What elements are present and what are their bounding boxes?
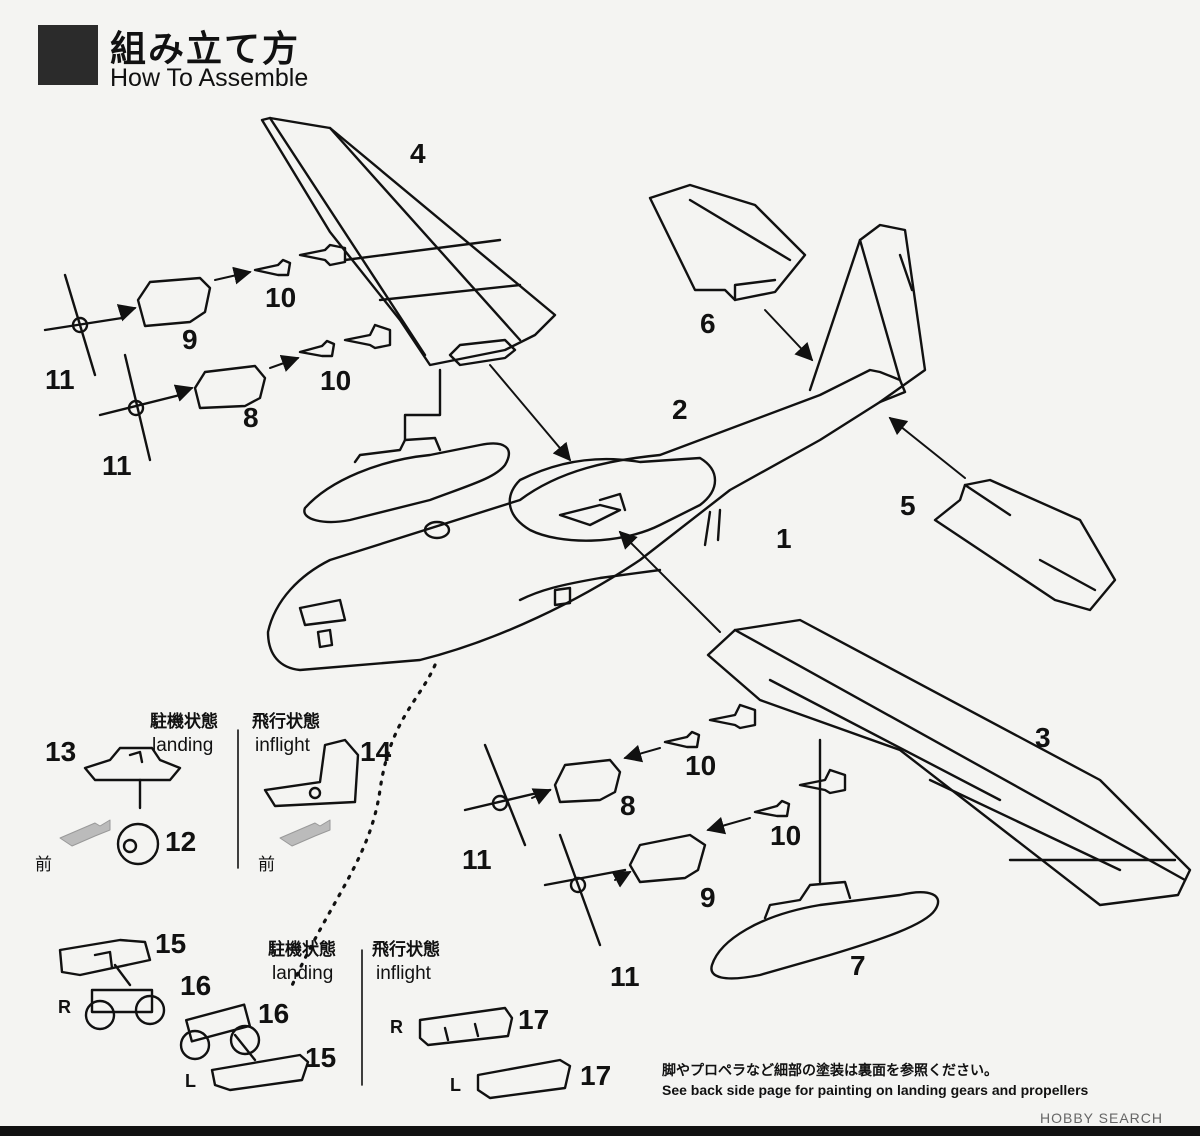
part-label-11: 11 <box>462 844 492 875</box>
inflight-label-jp: 飛行状態 <box>372 940 440 960</box>
part-label-11: 11 <box>610 961 640 992</box>
part-label-9: 9 <box>182 324 198 355</box>
left-wing-part <box>260 116 557 367</box>
bolt-part-10 <box>253 258 292 277</box>
part-label-8: 8 <box>243 402 259 433</box>
bolt-part-10 <box>298 339 336 358</box>
part-label-8: 8 <box>620 790 636 821</box>
landing-label-jp: 駐機状態 <box>268 940 336 960</box>
part-label-17: 17 <box>580 1060 612 1091</box>
propeller-part-11 <box>43 273 124 377</box>
engine-part-9-right <box>628 833 707 884</box>
part-label-11: 11 <box>102 450 132 481</box>
inflight-label-jp: 飛行状態 <box>252 712 320 732</box>
right-side-marker: R <box>390 1017 403 1037</box>
engine-part-8-left <box>193 364 267 410</box>
forward-label: 前 <box>35 855 52 875</box>
part-label-9: 9 <box>700 882 716 913</box>
engine-part-9-left <box>136 276 212 328</box>
part-label-11: 11 <box>45 364 75 395</box>
left-side-marker: L <box>185 1071 196 1091</box>
part-label-10: 10 <box>770 820 802 851</box>
inflight-label-en: inflight <box>376 963 431 984</box>
part-label-15: 15 <box>155 928 187 959</box>
engine-part-8-right <box>553 758 622 804</box>
main-gear-doors-inflight <box>418 1006 572 1100</box>
left-side-marker: L <box>450 1075 461 1095</box>
page-title: 組み立て方 <box>110 29 301 70</box>
part-label-7: 7 <box>850 950 866 981</box>
landing-label-en: landing <box>152 735 214 756</box>
part-label-15: 15 <box>305 1042 337 1073</box>
main-gear-left <box>179 1003 310 1092</box>
bolt-part-10 <box>753 799 791 818</box>
inflight-label-en: inflight <box>255 735 310 756</box>
propeller-part-11 <box>98 353 182 462</box>
right-wing-part <box>706 618 1192 907</box>
part-label-6: 6 <box>700 308 716 339</box>
vertical-tail <box>808 223 927 404</box>
wing-center-part <box>508 456 717 542</box>
part-label-4: 4 <box>410 138 426 169</box>
next-section-edge <box>0 1126 1200 1136</box>
part-label-16: 16 <box>180 970 212 1001</box>
part-label-3: 3 <box>1035 722 1051 753</box>
part-label-14: 14 <box>360 736 392 767</box>
part-label-2: 2 <box>672 394 688 425</box>
part-label-13: 13 <box>45 736 77 767</box>
landing-label-en: landing <box>272 963 334 984</box>
nose-gear-inflight <box>263 738 360 808</box>
part-label-10: 10 <box>320 365 352 396</box>
watermark: HOBBY SEARCH <box>1040 1110 1163 1126</box>
nose-gear-landing <box>83 746 182 866</box>
part-label-12: 12 <box>165 826 197 857</box>
landing-label-jp: 駐機状態 <box>150 712 218 732</box>
right-stabilizer-part <box>933 478 1117 612</box>
part-label-10: 10 <box>265 282 297 313</box>
bolt-part-10 <box>663 730 701 749</box>
painting-note-en: See back side page for painting on landi… <box>662 1082 1089 1098</box>
right-fuel-tank-part <box>710 738 940 980</box>
left-fuel-tank <box>303 368 511 524</box>
right-side-marker: R <box>58 997 71 1017</box>
part-label-5: 5 <box>900 490 916 521</box>
part-label-17: 17 <box>518 1004 550 1035</box>
part-label-10: 10 <box>685 750 717 781</box>
main-gear-right <box>58 938 166 1031</box>
left-stabilizer-part <box>648 183 807 302</box>
propeller-part-11 <box>543 833 627 947</box>
part-label-16: 16 <box>258 998 290 1029</box>
part-label-1: 1 <box>776 523 792 554</box>
forward-label: 前 <box>258 855 275 875</box>
painting-note-jp: 脚やプロペラなど細部の塗装は裏面を参照ください。 <box>662 1063 998 1079</box>
section-marker <box>38 25 98 85</box>
page-subtitle: How To Assemble <box>110 64 309 92</box>
